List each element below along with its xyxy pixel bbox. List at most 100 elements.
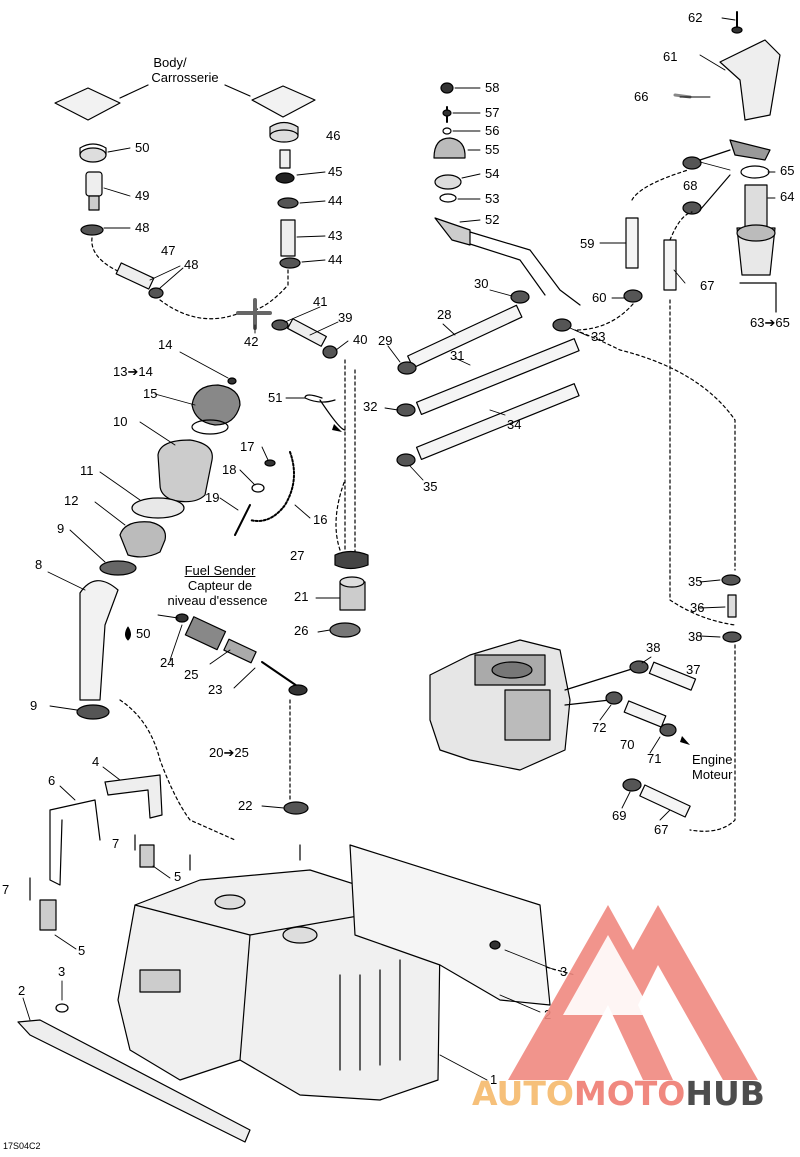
- callout-50-oil: 50: [136, 626, 151, 641]
- fuel-sender-label-fr2: niveau d'essence: [167, 593, 268, 608]
- vent-check-valve-stack: [433, 82, 581, 306]
- callout-43: 43: [328, 228, 343, 243]
- callout-66: 66: [634, 89, 649, 104]
- callout-37: 37: [686, 662, 701, 677]
- callout-51: 51: [268, 390, 283, 405]
- callout-68: 68: [683, 178, 698, 193]
- callout-54: 54: [485, 166, 500, 181]
- callout-46: 46: [326, 128, 341, 143]
- logo-text-hub: HUB: [685, 1074, 765, 1113]
- callout-5-upper: 5: [174, 869, 182, 884]
- callout-26: 26: [294, 623, 309, 638]
- callout-16: 16: [313, 512, 328, 527]
- body-label-en: Body/: [153, 55, 187, 70]
- callout-59: 59: [580, 236, 595, 251]
- callout-57: 57: [485, 105, 500, 120]
- callout-23: 23: [208, 682, 223, 697]
- callout-19: 19: [205, 490, 220, 505]
- callout-44-lower: 44: [328, 252, 343, 267]
- drawing-code: 17S04C2: [3, 1141, 41, 1151]
- callout-2-left: 2: [18, 983, 26, 998]
- callout-15: 15: [143, 386, 158, 401]
- callout-63-65: 63➔65: [750, 315, 790, 330]
- callout-20-25: 20➔25: [209, 745, 249, 760]
- logo-text-auto: AUTO: [472, 1074, 574, 1113]
- callout-64: 64: [780, 189, 795, 204]
- callout-61: 61: [663, 49, 678, 64]
- engine-label-fr: Moteur: [692, 767, 733, 782]
- filler-cap-assembly: [76, 377, 241, 720]
- callout-4: 4: [92, 754, 100, 769]
- vent-valve-assembly-right: [159, 121, 301, 320]
- body-mount-plate-left: [54, 84, 316, 121]
- callout-7-lower: 7: [2, 882, 10, 897]
- callout-8: 8: [35, 557, 43, 572]
- callout-58: 58: [485, 80, 500, 95]
- callout-41: 41: [313, 294, 328, 309]
- fuel-hoses-center: [396, 290, 580, 467]
- callout-31: 31: [450, 348, 465, 363]
- callout-44-upper: 44: [328, 193, 343, 208]
- arrow-icon: [332, 424, 690, 745]
- automotohub-logo-text: AUTOMOTOHUB: [472, 1074, 765, 1113]
- callout-56: 56: [485, 123, 500, 138]
- callout-32: 32: [363, 399, 378, 414]
- callout-1: 1: [490, 1072, 498, 1087]
- callout-34: 34: [507, 417, 522, 432]
- fuel-sender-label-en: Fuel Sender: [165, 563, 275, 578]
- callout-7-upper: 7: [112, 836, 120, 851]
- callout-47: 47: [161, 243, 176, 258]
- callout-50: 50: [135, 140, 150, 155]
- callout-52: 52: [485, 212, 500, 227]
- callout-9-lower: 9: [30, 698, 38, 713]
- skid-plates: [17, 844, 551, 1143]
- callout-11: 11: [80, 463, 94, 478]
- fuel-sender-label-fr1: Capteur de: [187, 578, 253, 593]
- callout-25: 25: [184, 667, 199, 682]
- callout-53: 53: [485, 191, 500, 206]
- callout-14: 14: [158, 337, 173, 352]
- callout-21: 21: [294, 589, 309, 604]
- fuel-sender-label-text: Fuel Sender: [184, 563, 256, 578]
- callout-45: 45: [328, 164, 343, 179]
- callout-48-upper: 48: [135, 220, 150, 235]
- callout-40: 40: [353, 332, 368, 347]
- callout-17: 17: [240, 439, 255, 454]
- callout-22: 22: [238, 798, 253, 813]
- leader-lines: [22, 17, 776, 1081]
- callout-6: 6: [48, 773, 56, 788]
- callout-18: 18: [222, 462, 237, 477]
- callout-9-upper: 9: [57, 521, 65, 536]
- callout-48-lower: 48: [184, 257, 199, 272]
- fuel-sender-assembly: [175, 394, 369, 815]
- fuel-filter-assembly: [623, 11, 781, 313]
- callout-12: 12: [64, 493, 79, 508]
- callout-35-upper: 35: [423, 479, 438, 494]
- callout-38-engine: 38: [646, 640, 661, 655]
- tank-straps: [29, 774, 163, 931]
- body-label-fr: Carrosserie: [151, 70, 219, 85]
- callout-35-lower: 35: [688, 574, 703, 589]
- callout-70: 70: [620, 737, 635, 752]
- engine-label-en: Engine: [692, 752, 733, 767]
- callout-27: 27: [290, 548, 305, 563]
- automotohub-logo-mark: [508, 905, 758, 1080]
- callout-71: 71: [647, 751, 662, 766]
- callout-3-right: 3: [560, 964, 568, 979]
- vent-valve-assembly-left: [79, 143, 164, 299]
- callout-36: 36: [690, 600, 705, 615]
- callout-55: 55: [485, 142, 500, 157]
- logo-text-moto: MOTO: [573, 1074, 686, 1113]
- callout-65: 65: [780, 163, 795, 178]
- callout-33: 33: [591, 329, 606, 344]
- t-connector: [236, 298, 338, 359]
- callout-42: 42: [244, 334, 259, 349]
- callout-39: 39: [338, 310, 353, 325]
- callout-67-upper: 67: [700, 278, 715, 293]
- callout-49: 49: [135, 188, 150, 203]
- callout-3-left: 3: [58, 964, 66, 979]
- callout-5-lower: 5: [78, 943, 86, 958]
- callout-28: 28: [437, 307, 452, 322]
